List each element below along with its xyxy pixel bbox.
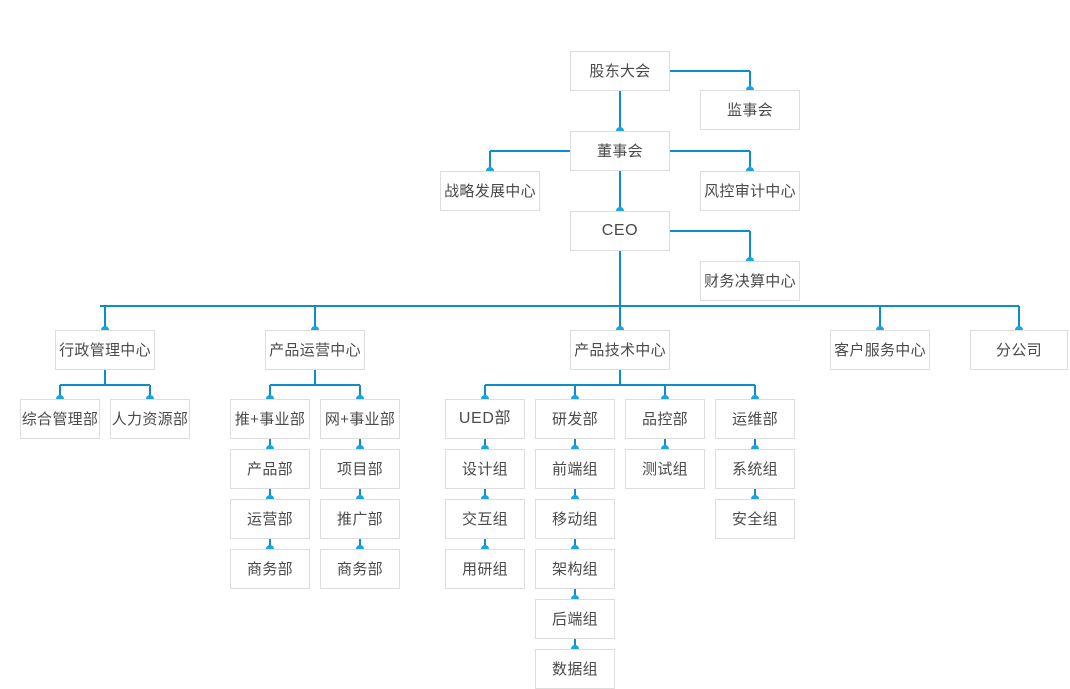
- org-node-label: 安全组: [732, 510, 778, 528]
- org-node-n15[interactable]: 推+事业部: [230, 399, 310, 439]
- org-node-n3[interactable]: 董事会: [570, 131, 670, 171]
- org-node-label: 网+事业部: [324, 410, 396, 428]
- org-node-label: 董事会: [597, 142, 643, 160]
- org-node-n24[interactable]: 研发部: [535, 399, 615, 439]
- org-node-label: 测试组: [642, 460, 688, 478]
- org-node-label: 系统组: [732, 460, 778, 478]
- org-node-label: 设计组: [462, 460, 508, 478]
- org-node-n14[interactable]: 人力资源部: [110, 399, 190, 439]
- org-node-n11[interactable]: 客户服务中心: [830, 330, 930, 370]
- org-node-label: 交互组: [462, 510, 508, 528]
- org-node-label: UED部: [458, 410, 512, 427]
- org-node-n27[interactable]: 设计组: [445, 449, 525, 489]
- org-node-n8[interactable]: 行政管理中心: [55, 330, 155, 370]
- org-node-n21[interactable]: 商务部: [230, 549, 310, 589]
- org-node-n13[interactable]: 综合管理部: [20, 399, 100, 439]
- org-node-n4[interactable]: 战略发展中心: [440, 171, 540, 211]
- org-node-n28[interactable]: 前端组: [535, 449, 615, 489]
- org-node-label: 战略发展中心: [444, 182, 536, 200]
- org-node-n2[interactable]: 监事会: [700, 90, 800, 130]
- org-node-label: 产品部: [247, 460, 293, 478]
- org-node-label: 产品技术中心: [574, 341, 666, 359]
- org-node-n35[interactable]: 架构组: [535, 549, 615, 589]
- org-node-label: 产品运营中心: [269, 341, 361, 359]
- org-node-label: 推广部: [337, 510, 383, 528]
- org-node-n12[interactable]: 分公司: [970, 330, 1068, 370]
- org-node-n34[interactable]: 用研组: [445, 549, 525, 589]
- org-node-label: 数据组: [552, 660, 598, 678]
- org-node-label: 监事会: [727, 101, 773, 119]
- org-node-label: CEO: [601, 222, 639, 239]
- org-node-label: 移动组: [552, 510, 598, 528]
- org-node-label: 项目部: [337, 460, 383, 478]
- org-node-label: 运维部: [732, 410, 778, 428]
- org-node-label: 研发部: [552, 410, 598, 428]
- org-node-n6[interactable]: CEO: [570, 211, 670, 251]
- org-node-n23[interactable]: UED部: [445, 399, 525, 439]
- org-node-label: 人力资源部: [111, 410, 189, 428]
- org-node-n31[interactable]: 交互组: [445, 499, 525, 539]
- org-node-n29[interactable]: 测试组: [625, 449, 705, 489]
- org-node-label: 分公司: [996, 341, 1042, 359]
- org-node-n5[interactable]: 风控审计中心: [700, 171, 800, 211]
- org-node-label: 后端组: [552, 610, 598, 628]
- org-node-n7[interactable]: 财务决算中心: [700, 261, 800, 301]
- org-node-n17[interactable]: 产品部: [230, 449, 310, 489]
- org-node-n20[interactable]: 推广部: [320, 499, 400, 539]
- org-node-n16[interactable]: 网+事业部: [320, 399, 400, 439]
- org-node-n33[interactable]: 安全组: [715, 499, 795, 539]
- org-node-n32[interactable]: 移动组: [535, 499, 615, 539]
- org-node-n30[interactable]: 系统组: [715, 449, 795, 489]
- org-node-label: 客户服务中心: [834, 341, 926, 359]
- org-node-n18[interactable]: 项目部: [320, 449, 400, 489]
- org-node-label: 财务决算中心: [704, 272, 796, 290]
- org-node-n22[interactable]: 商务部: [320, 549, 400, 589]
- org-node-n10[interactable]: 产品技术中心: [570, 330, 670, 370]
- org-node-label: 架构组: [552, 560, 598, 578]
- org-node-n1[interactable]: 股东大会: [570, 51, 670, 91]
- org-node-label: 商务部: [337, 560, 383, 578]
- org-node-n36[interactable]: 后端组: [535, 599, 615, 639]
- org-node-n37[interactable]: 数据组: [535, 649, 615, 689]
- org-node-label: 商务部: [247, 560, 293, 578]
- org-node-n25[interactable]: 品控部: [625, 399, 705, 439]
- org-node-label: 推+事业部: [234, 410, 306, 428]
- org-node-label: 股东大会: [589, 62, 651, 80]
- org-node-label: 用研组: [462, 560, 508, 578]
- org-node-label: 运营部: [247, 510, 293, 528]
- org-node-label: 行政管理中心: [59, 341, 151, 359]
- org-node-n9[interactable]: 产品运营中心: [265, 330, 365, 370]
- org-node-n19[interactable]: 运营部: [230, 499, 310, 539]
- org-node-label: 前端组: [552, 460, 598, 478]
- org-node-label: 品控部: [642, 410, 688, 428]
- org-node-label: 综合管理部: [21, 410, 99, 428]
- org-node-label: 风控审计中心: [704, 182, 796, 200]
- org-node-n26[interactable]: 运维部: [715, 399, 795, 439]
